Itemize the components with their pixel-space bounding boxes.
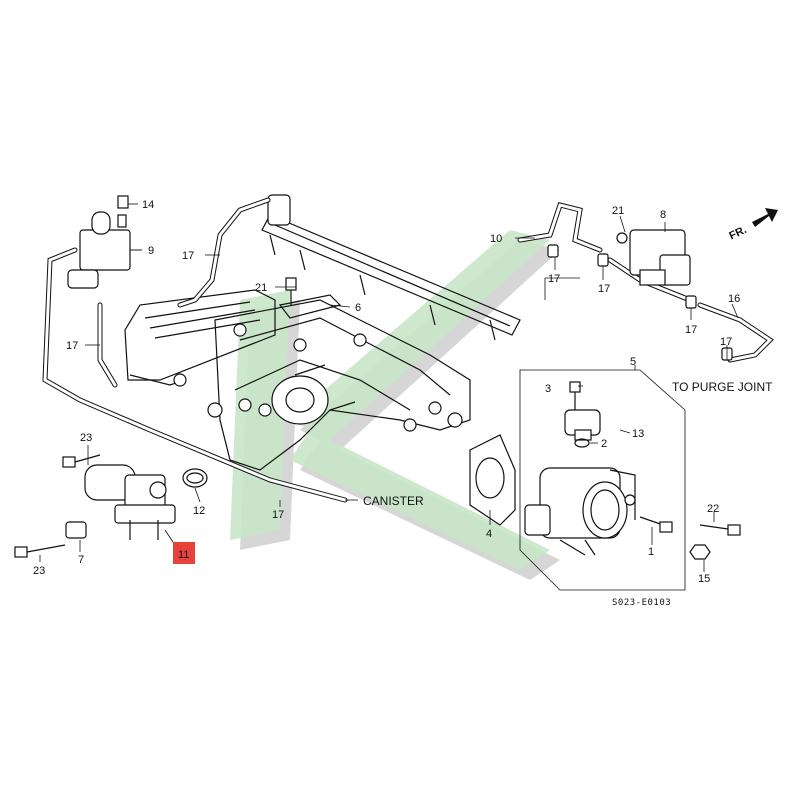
callout-4: 4 bbox=[486, 528, 492, 540]
intake-manifold bbox=[124, 289, 471, 471]
callout-8: 8 bbox=[660, 209, 666, 221]
nut-15 bbox=[689, 544, 711, 560]
o-ring bbox=[182, 468, 208, 488]
iac-connector bbox=[65, 521, 87, 539]
callout-11-highlight[interactable]: 11 bbox=[173, 542, 195, 564]
callout-21-b: 21 bbox=[612, 205, 624, 217]
bracket-6 bbox=[278, 294, 342, 319]
hoses bbox=[42, 197, 774, 503]
front-label: FR. bbox=[727, 224, 748, 242]
watermark-logo bbox=[230, 230, 560, 580]
callout-23-b: 23 bbox=[33, 565, 45, 577]
throttle-body-group-outline bbox=[519, 369, 686, 591]
tps-o-ring bbox=[574, 438, 590, 448]
callout-17-a: 17 bbox=[548, 273, 560, 285]
map-screw bbox=[616, 232, 628, 244]
callout-9: 9 bbox=[148, 245, 154, 257]
callout-15: 15 bbox=[698, 573, 710, 585]
callout-20: 17 bbox=[272, 509, 284, 521]
callout-21-a: 21 bbox=[255, 282, 267, 294]
callout-6: 6 bbox=[355, 302, 361, 314]
callout-19: 17 bbox=[182, 250, 194, 262]
callout-16: 16 bbox=[728, 293, 740, 305]
purge-joint-note: TO PURGE JOINT bbox=[672, 380, 773, 394]
bolt-23-lower-head bbox=[14, 546, 28, 558]
callout-22: 22 bbox=[707, 503, 719, 515]
callout-labels: 14 9 17 17 21 6 10 21 8 16 17 17 17 17 2… bbox=[33, 199, 773, 608]
leader-lines bbox=[39, 203, 739, 572]
front-arrow-icon bbox=[752, 208, 778, 227]
callout-17-b: 17 bbox=[598, 283, 610, 295]
callout-13: 13 bbox=[632, 428, 644, 440]
bolt-23-upper-head bbox=[62, 456, 76, 468]
throttle-body bbox=[524, 467, 636, 556]
front-direction-marker: FR. bbox=[727, 208, 778, 242]
throttle-position-sensor bbox=[564, 409, 601, 448]
bolt-14-head bbox=[117, 195, 129, 209]
callout-23-a: 23 bbox=[80, 432, 92, 444]
throttle-mount-flange bbox=[271, 375, 329, 425]
callout-1: 1 bbox=[648, 546, 654, 558]
callout-2: 2 bbox=[601, 438, 607, 450]
diagram-code: S023-E0103 bbox=[612, 598, 671, 608]
callout-14: 14 bbox=[142, 199, 154, 211]
callout-5: 5 bbox=[630, 356, 636, 368]
callout-12: 12 bbox=[193, 505, 205, 517]
idle-air-control-valve bbox=[65, 464, 176, 540]
pressure-regulator bbox=[267, 194, 291, 226]
bolt-21-head bbox=[285, 277, 297, 291]
callout-17-d: 17 bbox=[720, 336, 732, 348]
callout-11: 11 bbox=[178, 549, 189, 561]
map-sensor bbox=[616, 229, 691, 286]
callout-3: 3 bbox=[545, 383, 551, 395]
fuel-rail bbox=[261, 194, 521, 341]
throttle-body-gasket bbox=[469, 434, 516, 526]
canister-note: CANISTER bbox=[363, 494, 424, 508]
callout-10: 10 bbox=[490, 233, 502, 245]
callout-7: 7 bbox=[78, 554, 84, 566]
callout-17-c: 17 bbox=[685, 324, 697, 336]
bolts bbox=[14, 195, 741, 560]
stud-22-head bbox=[727, 524, 741, 536]
screw-3-head bbox=[569, 381, 581, 393]
callout-18: 17 bbox=[66, 340, 78, 352]
stud-1 bbox=[659, 521, 673, 533]
